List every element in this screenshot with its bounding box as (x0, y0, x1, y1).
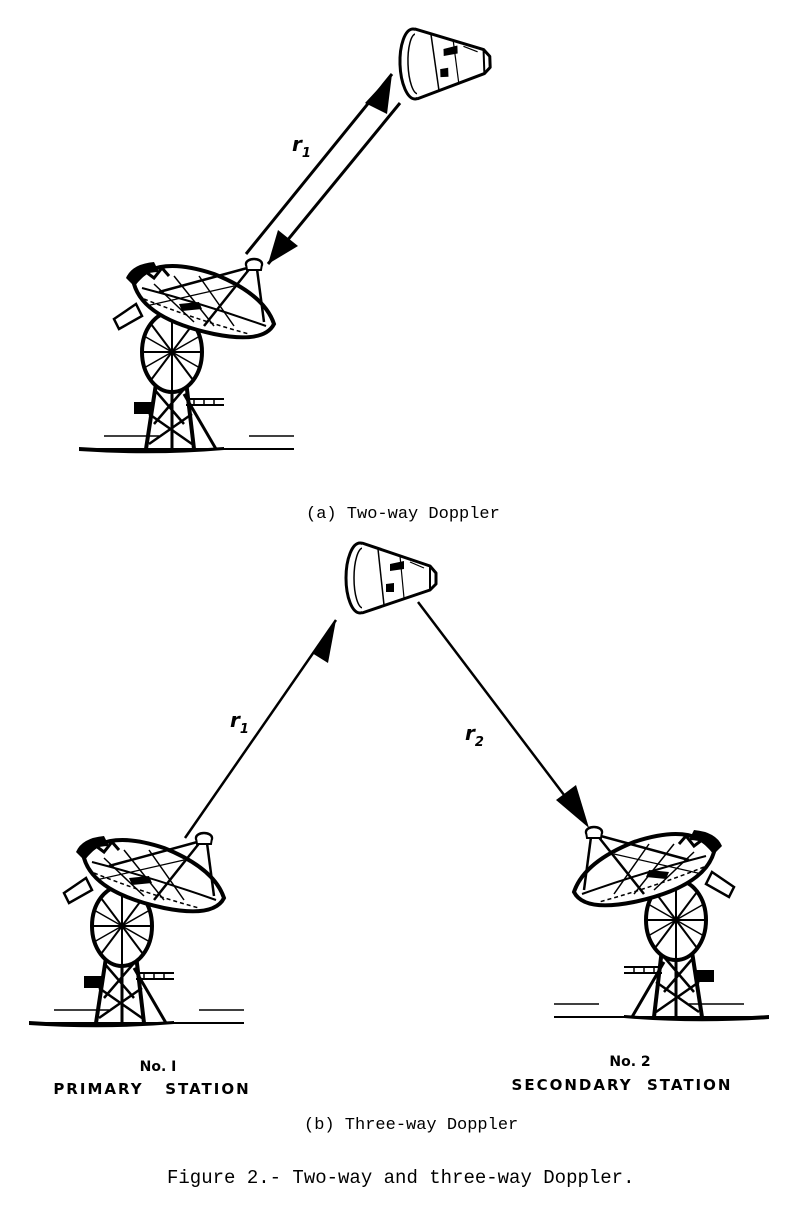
figure-caption: Figure 2.- Two-way and three-way Doppler… (167, 1167, 634, 1189)
uplink-arrowhead-a (365, 74, 392, 114)
primary-station-antenna (27, 831, 246, 1030)
uplink-arrowhead-r1 (312, 620, 336, 663)
downlink-path-a (266, 102, 402, 265)
uplink-path-r1 (183, 619, 338, 839)
spacecraft-capsule-b (344, 541, 438, 615)
range-label-r2-b: r2 (465, 721, 484, 750)
secondary-station-antenna (552, 825, 771, 1024)
caption-b: (b) Three-way Doppler (304, 1116, 518, 1135)
range-label-r1-a: r1 (292, 132, 311, 161)
downlink-arrowhead-r2 (556, 785, 589, 828)
secondary-station-name: SECONDARY STATION (512, 1076, 733, 1094)
panel-a-two-way: r1 (a) Two-way Doppler (77, 24, 500, 524)
spacecraft-capsule-a (397, 24, 493, 101)
downlink-arrowhead-a (268, 230, 298, 264)
primary-station-name: PRIMARY STATION (53, 1080, 250, 1098)
caption-a: (a) Two-way Doppler (306, 505, 500, 524)
downlink-path-r2 (417, 601, 584, 821)
secondary-station-number: No. 2 (609, 1054, 650, 1070)
tracking-antenna-a (77, 257, 296, 456)
range-label-r1-b: r1 (230, 708, 249, 737)
primary-station-number: No. I (140, 1059, 177, 1075)
panel-b-three-way: r1 r2 No. I PRIMARY STATION No. 2 SECOND… (27, 541, 771, 1135)
